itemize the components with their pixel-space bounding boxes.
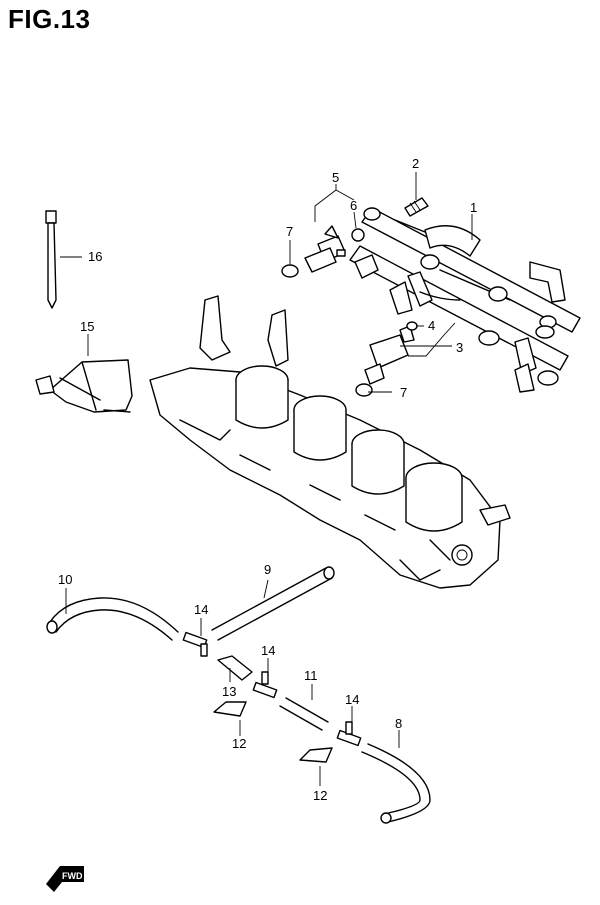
callout-10: 10 (58, 572, 72, 587)
hose-11 (279, 697, 329, 731)
bolt (404, 197, 429, 217)
callout-7-upper: 7 (286, 224, 293, 239)
callout-1: 1 (470, 200, 477, 215)
leader-lines (60, 172, 473, 786)
callout-15: 15 (80, 319, 94, 334)
hose-12-upper (213, 701, 247, 717)
callout-8: 8 (395, 716, 402, 731)
fwd-label: FWD (62, 871, 83, 881)
callout-7-lower: 7 (400, 385, 407, 400)
fuel-injector-upper (304, 225, 346, 273)
figure-title: FIG.13 (8, 4, 91, 34)
callout-14-c: 14 (345, 692, 359, 707)
callout-2: 2 (412, 156, 419, 171)
callout-5: 5 (332, 170, 339, 185)
callout-4: 4 (428, 318, 435, 333)
fuel-delivery-pipe (349, 207, 581, 393)
cable-tie (45, 210, 57, 309)
hose-12-lower (299, 747, 333, 763)
t-joint-1 (182, 631, 208, 657)
o-ring-small (406, 321, 418, 331)
callout-14-a: 14 (194, 602, 208, 617)
fwd-arrow-icon: FWD (46, 866, 84, 892)
o-ring (351, 228, 365, 242)
callout-6: 6 (350, 198, 357, 213)
callout-14-b: 14 (261, 643, 275, 658)
hose-9 (211, 567, 333, 641)
fuel-injector-lower (364, 325, 415, 385)
t-joint-3 (336, 721, 362, 747)
callout-11: 11 (304, 668, 318, 683)
hose-10 (49, 597, 179, 641)
callout-12-lower: 12 (313, 788, 327, 803)
callout-labels: 1 2 3 4 5 6 7 7 8 9 10 11 12 12 13 14 14… (58, 156, 477, 803)
connector-cover (35, 359, 133, 413)
t-joint-2 (252, 671, 278, 699)
callout-12-upper: 12 (232, 736, 246, 751)
callout-9: 9 (264, 562, 271, 577)
hose-13 (217, 655, 253, 681)
throttle-body-assembly (149, 295, 511, 589)
callout-3: 3 (456, 340, 463, 355)
cushion-seal-lower (355, 383, 373, 397)
callout-16: 16 (88, 249, 102, 264)
hose-8 (361, 743, 431, 823)
cushion-seal (281, 264, 299, 278)
callout-13: 13 (222, 684, 236, 699)
